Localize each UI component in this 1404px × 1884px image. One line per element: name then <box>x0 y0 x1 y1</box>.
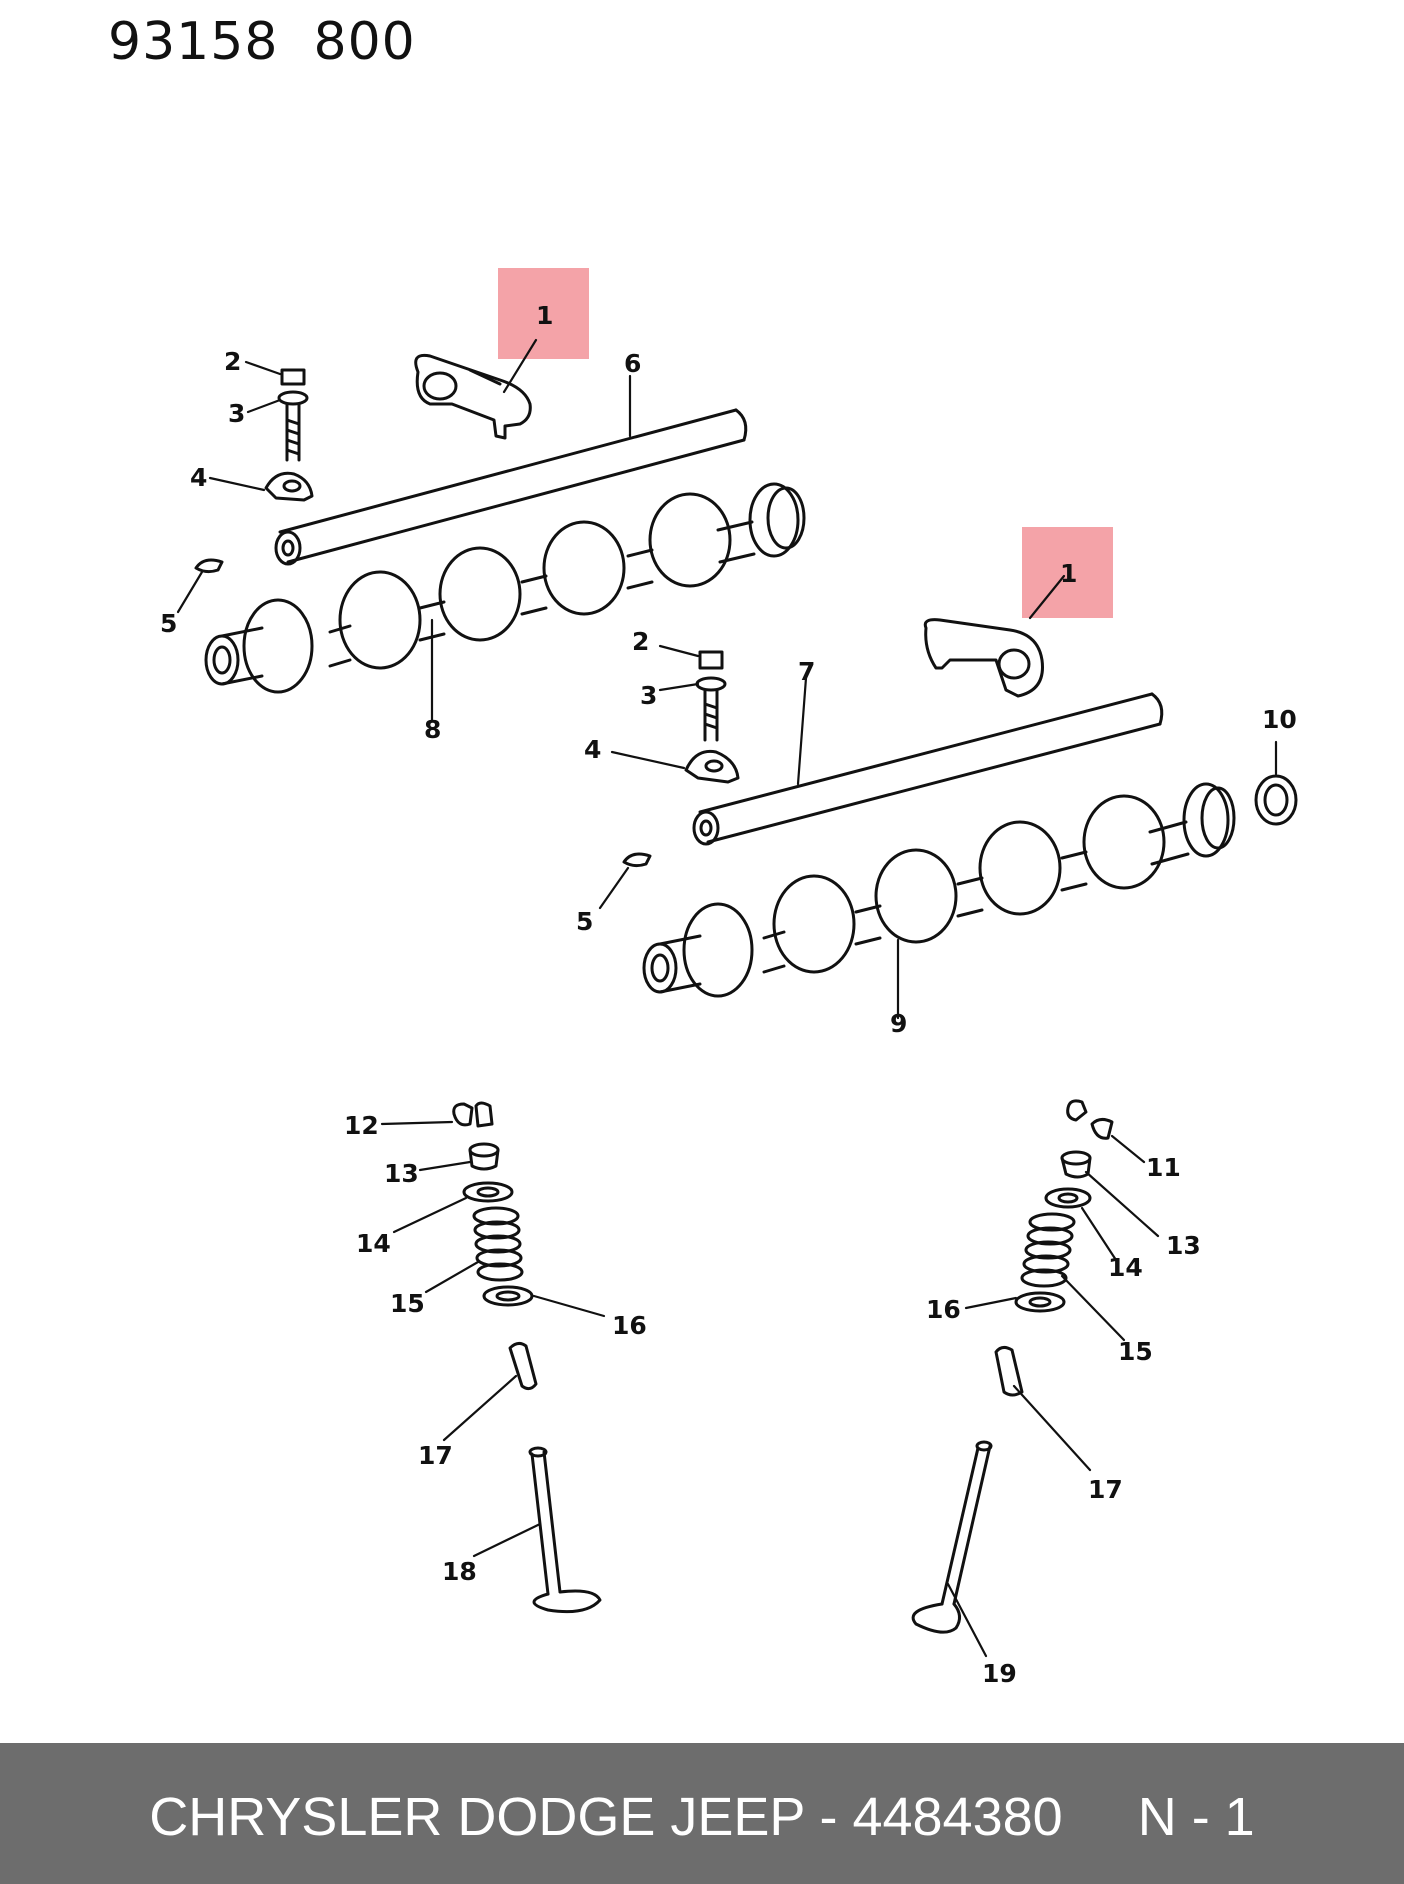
spring-retainer-cap-left <box>468 1142 500 1171</box>
valve-spring-left <box>472 1206 524 1282</box>
camshaft-seal <box>1254 774 1298 826</box>
bracket-right <box>684 749 740 784</box>
leader-lines <box>176 338 1278 1658</box>
bolt-right <box>695 650 727 742</box>
callout-11: 11 <box>1146 1153 1181 1182</box>
callout-1-right: 1 <box>1060 559 1077 588</box>
spring-retainer-right <box>1044 1187 1092 1209</box>
key-left <box>194 558 224 574</box>
callout-13-left: 13 <box>384 1159 419 1188</box>
callout-15-left: 15 <box>390 1289 425 1318</box>
callout-17-left: 17 <box>418 1441 453 1470</box>
callout-7: 7 <box>798 657 815 686</box>
rocker-shaft-left <box>274 408 748 566</box>
exploded-view-diagram: 1 1 2 2 3 3 4 4 5 5 6 7 8 9 10 11 12 13 … <box>160 268 1298 1688</box>
spring-retainer-left <box>462 1181 514 1203</box>
callout-18: 18 <box>442 1557 477 1586</box>
callout-13-right: 13 <box>1166 1231 1201 1260</box>
callout-2-left: 2 <box>224 347 241 376</box>
callout-3-right: 3 <box>640 681 657 710</box>
callout-19: 19 <box>982 1659 1017 1688</box>
rocker-arm-right <box>923 618 1044 698</box>
key-right <box>622 852 652 868</box>
valve-right <box>911 1440 993 1634</box>
callout-4-left: 4 <box>190 463 207 492</box>
valve-spring-right <box>1020 1212 1076 1288</box>
callout-9: 9 <box>890 1009 907 1038</box>
callout-15-right: 15 <box>1118 1337 1153 1366</box>
callout-12: 12 <box>344 1111 379 1140</box>
diagram-code: 93158 800 <box>108 12 416 72</box>
highlight-box-left <box>498 268 589 359</box>
camshaft-left <box>204 482 806 694</box>
callout-14-right: 14 <box>1108 1253 1143 1282</box>
callout-1-left: 1 <box>536 301 553 330</box>
rocker-shaft-right <box>692 692 1164 846</box>
spring-seat-right <box>1014 1291 1066 1313</box>
callout-16-left: 16 <box>612 1311 647 1340</box>
callout-6: 6 <box>624 349 641 378</box>
part-number-label: CHRYSLER DODGE JEEP - 4484380 N - 1 <box>149 1786 1255 1847</box>
camshaft-right <box>642 782 1236 998</box>
valve-guide-right <box>994 1345 1024 1397</box>
rocker-arm-left <box>414 353 532 440</box>
spring-seat-left <box>482 1285 534 1307</box>
callout-5-left: 5 <box>160 609 177 638</box>
bolt-left <box>277 368 309 462</box>
valve-guide-left <box>508 1341 538 1391</box>
callout-2-right: 2 <box>632 627 649 656</box>
callout-17-right: 17 <box>1088 1475 1123 1504</box>
footer-bar: CHRYSLER DODGE JEEP - 4484380 N - 1 <box>0 1743 1404 1884</box>
callout-14-left: 14 <box>356 1229 391 1258</box>
bracket-left <box>264 471 314 502</box>
callout-3-left: 3 <box>228 399 245 428</box>
valve-keepers-right <box>1066 1099 1114 1140</box>
callout-4-right: 4 <box>584 735 601 764</box>
callout-10: 10 <box>1262 705 1297 734</box>
callout-5-right: 5 <box>576 907 593 936</box>
valve-left <box>528 1446 602 1614</box>
callout-8: 8 <box>424 715 441 744</box>
valve-keepers-left <box>452 1101 494 1128</box>
callout-16-right: 16 <box>926 1295 961 1324</box>
highlight-box-right <box>1022 527 1113 618</box>
